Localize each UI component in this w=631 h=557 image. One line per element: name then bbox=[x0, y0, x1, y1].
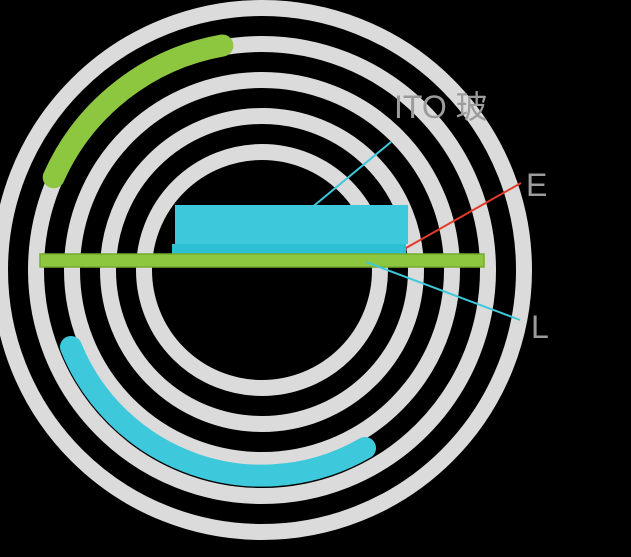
ring-2 bbox=[28, 36, 496, 504]
ito-glass-label: ITO 玻 bbox=[394, 89, 488, 125]
ring-inner-5 bbox=[136, 144, 388, 396]
cyan-arc bbox=[60, 336, 376, 487]
bottom-right-label: L bbox=[531, 309, 549, 345]
right-edge-label: E bbox=[526, 167, 547, 203]
ring-4 bbox=[100, 108, 424, 432]
substrate-bar-layer bbox=[39, 253, 485, 268]
electrode-strip-layer bbox=[172, 244, 406, 254]
ring-outer-1 bbox=[0, 0, 532, 540]
bottom-leader-line bbox=[365, 261, 521, 321]
ito-leader-line bbox=[280, 141, 392, 234]
ring-3 bbox=[64, 72, 460, 468]
red-leader-line bbox=[405, 182, 522, 249]
green-arc bbox=[42, 34, 234, 189]
